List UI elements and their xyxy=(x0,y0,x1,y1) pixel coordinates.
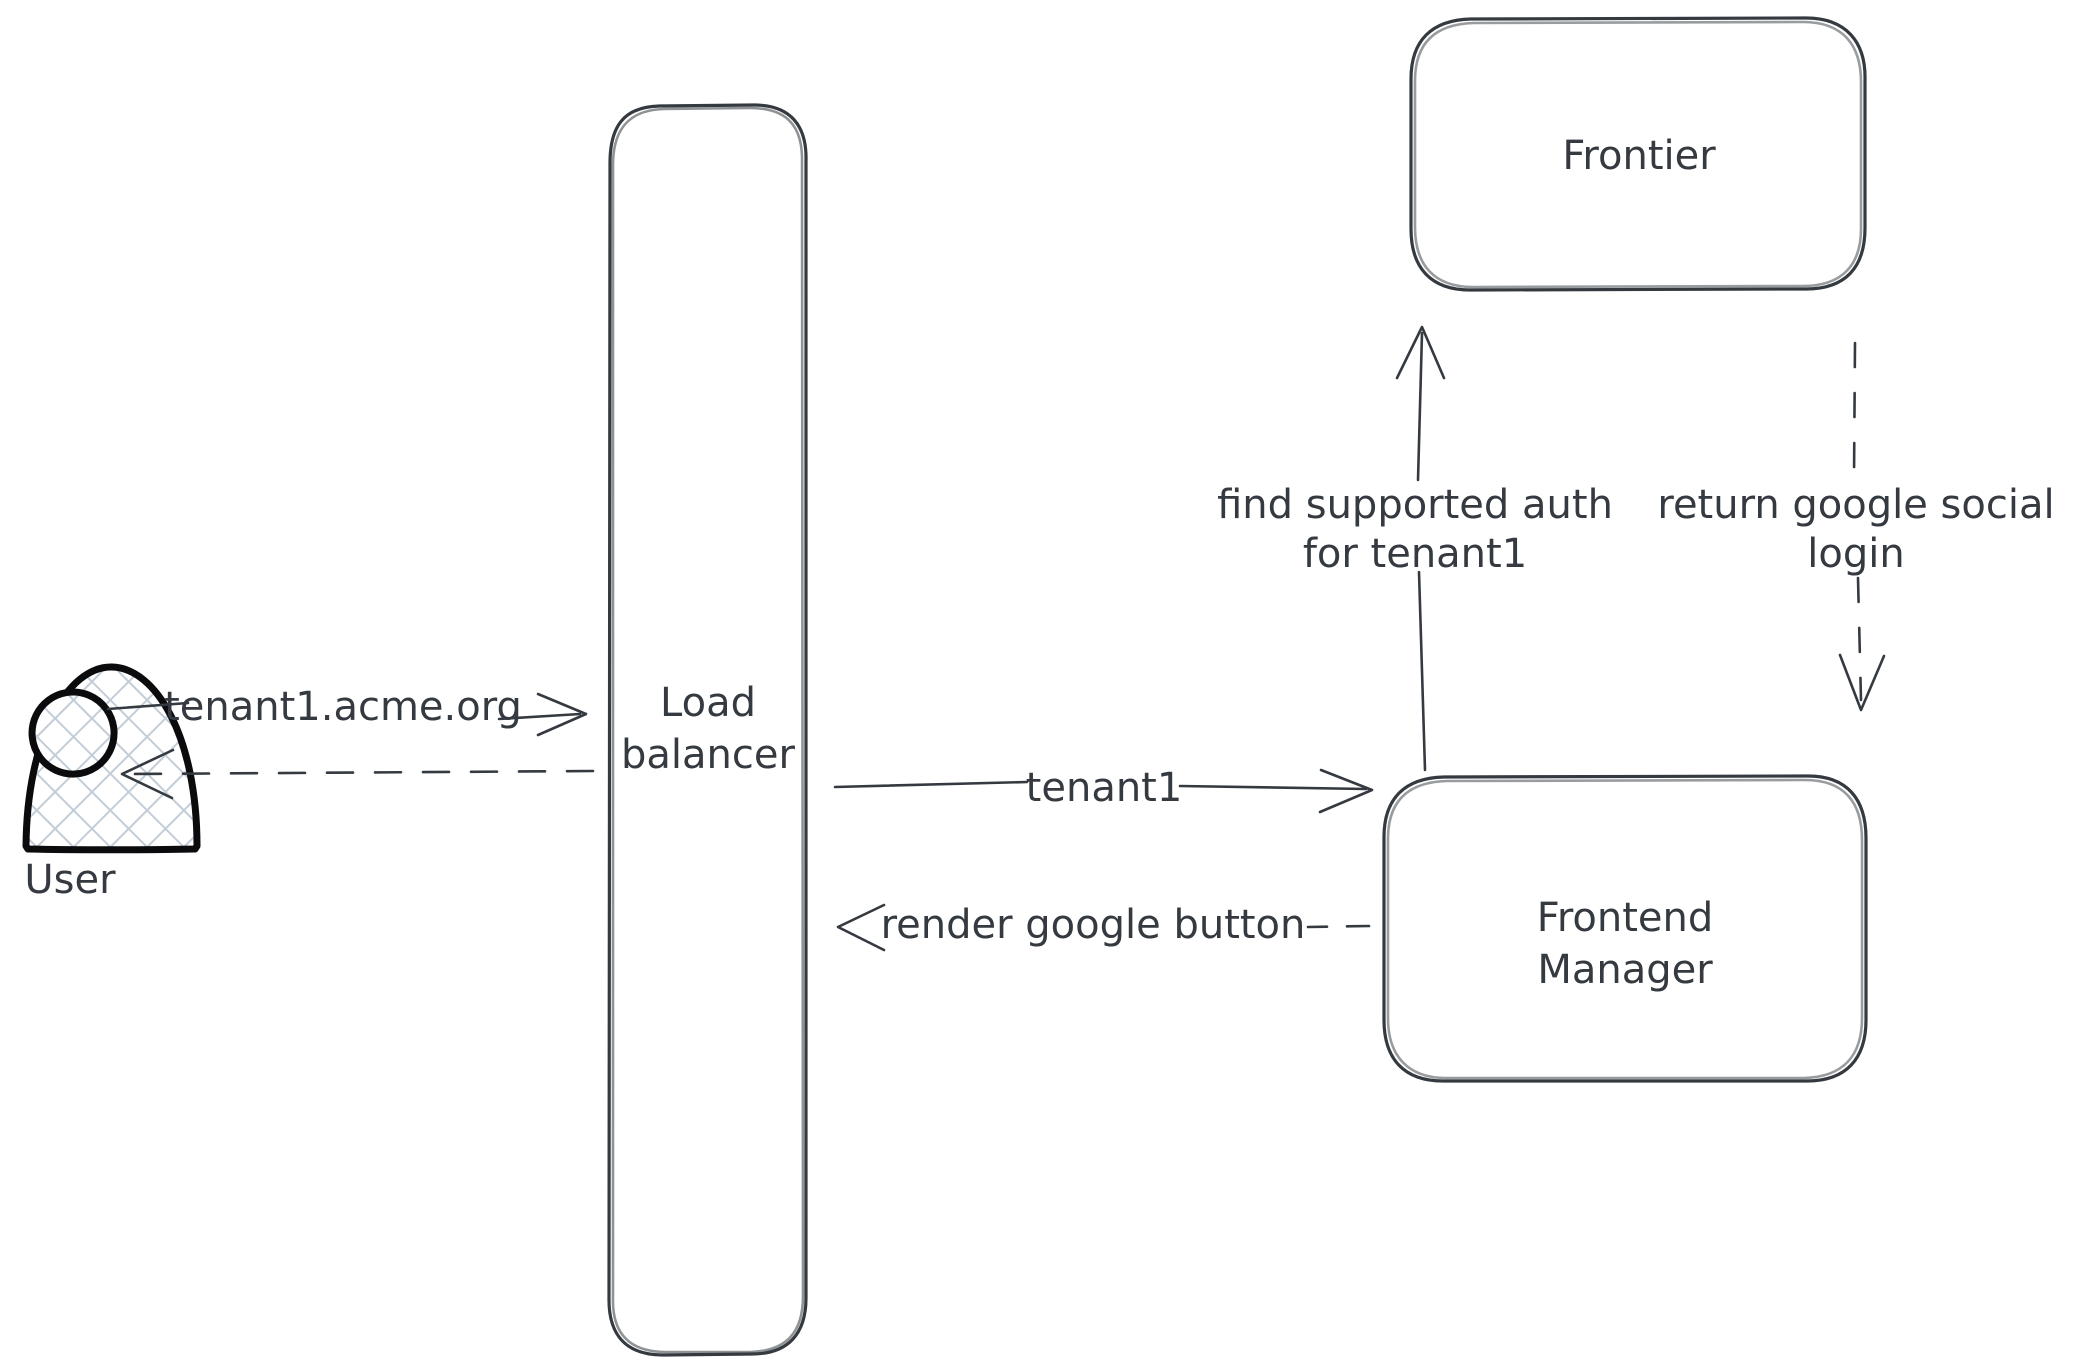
edge4-label: render google button xyxy=(881,902,1306,948)
edge6-line-upper xyxy=(1852,341,1857,480)
edge5-label-line2: for tenant1 xyxy=(1303,531,1527,577)
actor-user-label: User xyxy=(24,857,116,903)
edge-frontend-manager-to-load-balancer: render google button xyxy=(836,902,1371,952)
edge6-line-lower xyxy=(1856,576,1863,702)
edge5-line-lower xyxy=(1417,570,1427,772)
frontier-outline xyxy=(1409,16,1867,292)
edge-frontend-manager-to-frontier: find supported auth for tenant1 xyxy=(1217,325,1613,772)
load-balancer-label-line2: balancer xyxy=(621,732,795,778)
node-load-balancer[interactable]: Load balancer xyxy=(607,103,808,1357)
load-balancer-label-line1: Load xyxy=(660,680,756,726)
load-balancer-outline xyxy=(607,103,808,1357)
edge5-arrowhead xyxy=(1395,325,1446,380)
node-frontier[interactable]: Frontier xyxy=(1409,16,1867,292)
edge6-arrowhead xyxy=(1838,653,1886,712)
edge3-line-left xyxy=(833,780,1029,789)
load-balancer-outline-sketch2 xyxy=(611,106,805,1354)
edge6-label-line1: return google social xyxy=(1657,482,2054,528)
edge-user-to-load-balancer: tenant1.acme.org xyxy=(106,684,588,737)
edge1-label: tenant1.acme.org xyxy=(164,684,522,730)
edge3-line-right xyxy=(1178,784,1368,791)
edge1-arrowhead xyxy=(536,692,588,737)
frontend-manager-label-line2: Manager xyxy=(1537,947,1713,993)
frontend-manager-outline-sketch2 xyxy=(1386,778,1864,1080)
edge3-arrowhead xyxy=(1318,768,1374,814)
frontend-manager-label-line1: Frontend xyxy=(1537,895,1714,941)
edge-load-balancer-to-user xyxy=(120,748,595,800)
node-frontend-manager[interactable]: Frontend Manager xyxy=(1382,774,1868,1083)
edge1-line-right xyxy=(497,712,582,721)
edge-frontier-to-frontend-manager: return google social login xyxy=(1657,341,2055,712)
edge5-label-line1: find supported auth xyxy=(1217,482,1613,528)
edge4-line-stub xyxy=(1306,924,1371,929)
edge-load-balancer-to-frontend-manager: tenant1 xyxy=(833,765,1374,814)
edge6-label-line2: login xyxy=(1807,531,1904,577)
user-head-icon xyxy=(28,688,118,778)
edge3-label: tenant1 xyxy=(1026,765,1183,811)
edge1-line-left xyxy=(106,701,190,711)
edge4-arrowhead xyxy=(836,903,886,952)
frontier-label: Frontier xyxy=(1562,133,1716,179)
edge2-line xyxy=(128,769,595,776)
frontend-manager-outline xyxy=(1382,774,1868,1083)
edge5-line-upper xyxy=(1416,331,1424,482)
frontier-outline-sketch2 xyxy=(1413,20,1863,289)
edge2-arrowhead xyxy=(120,748,175,800)
